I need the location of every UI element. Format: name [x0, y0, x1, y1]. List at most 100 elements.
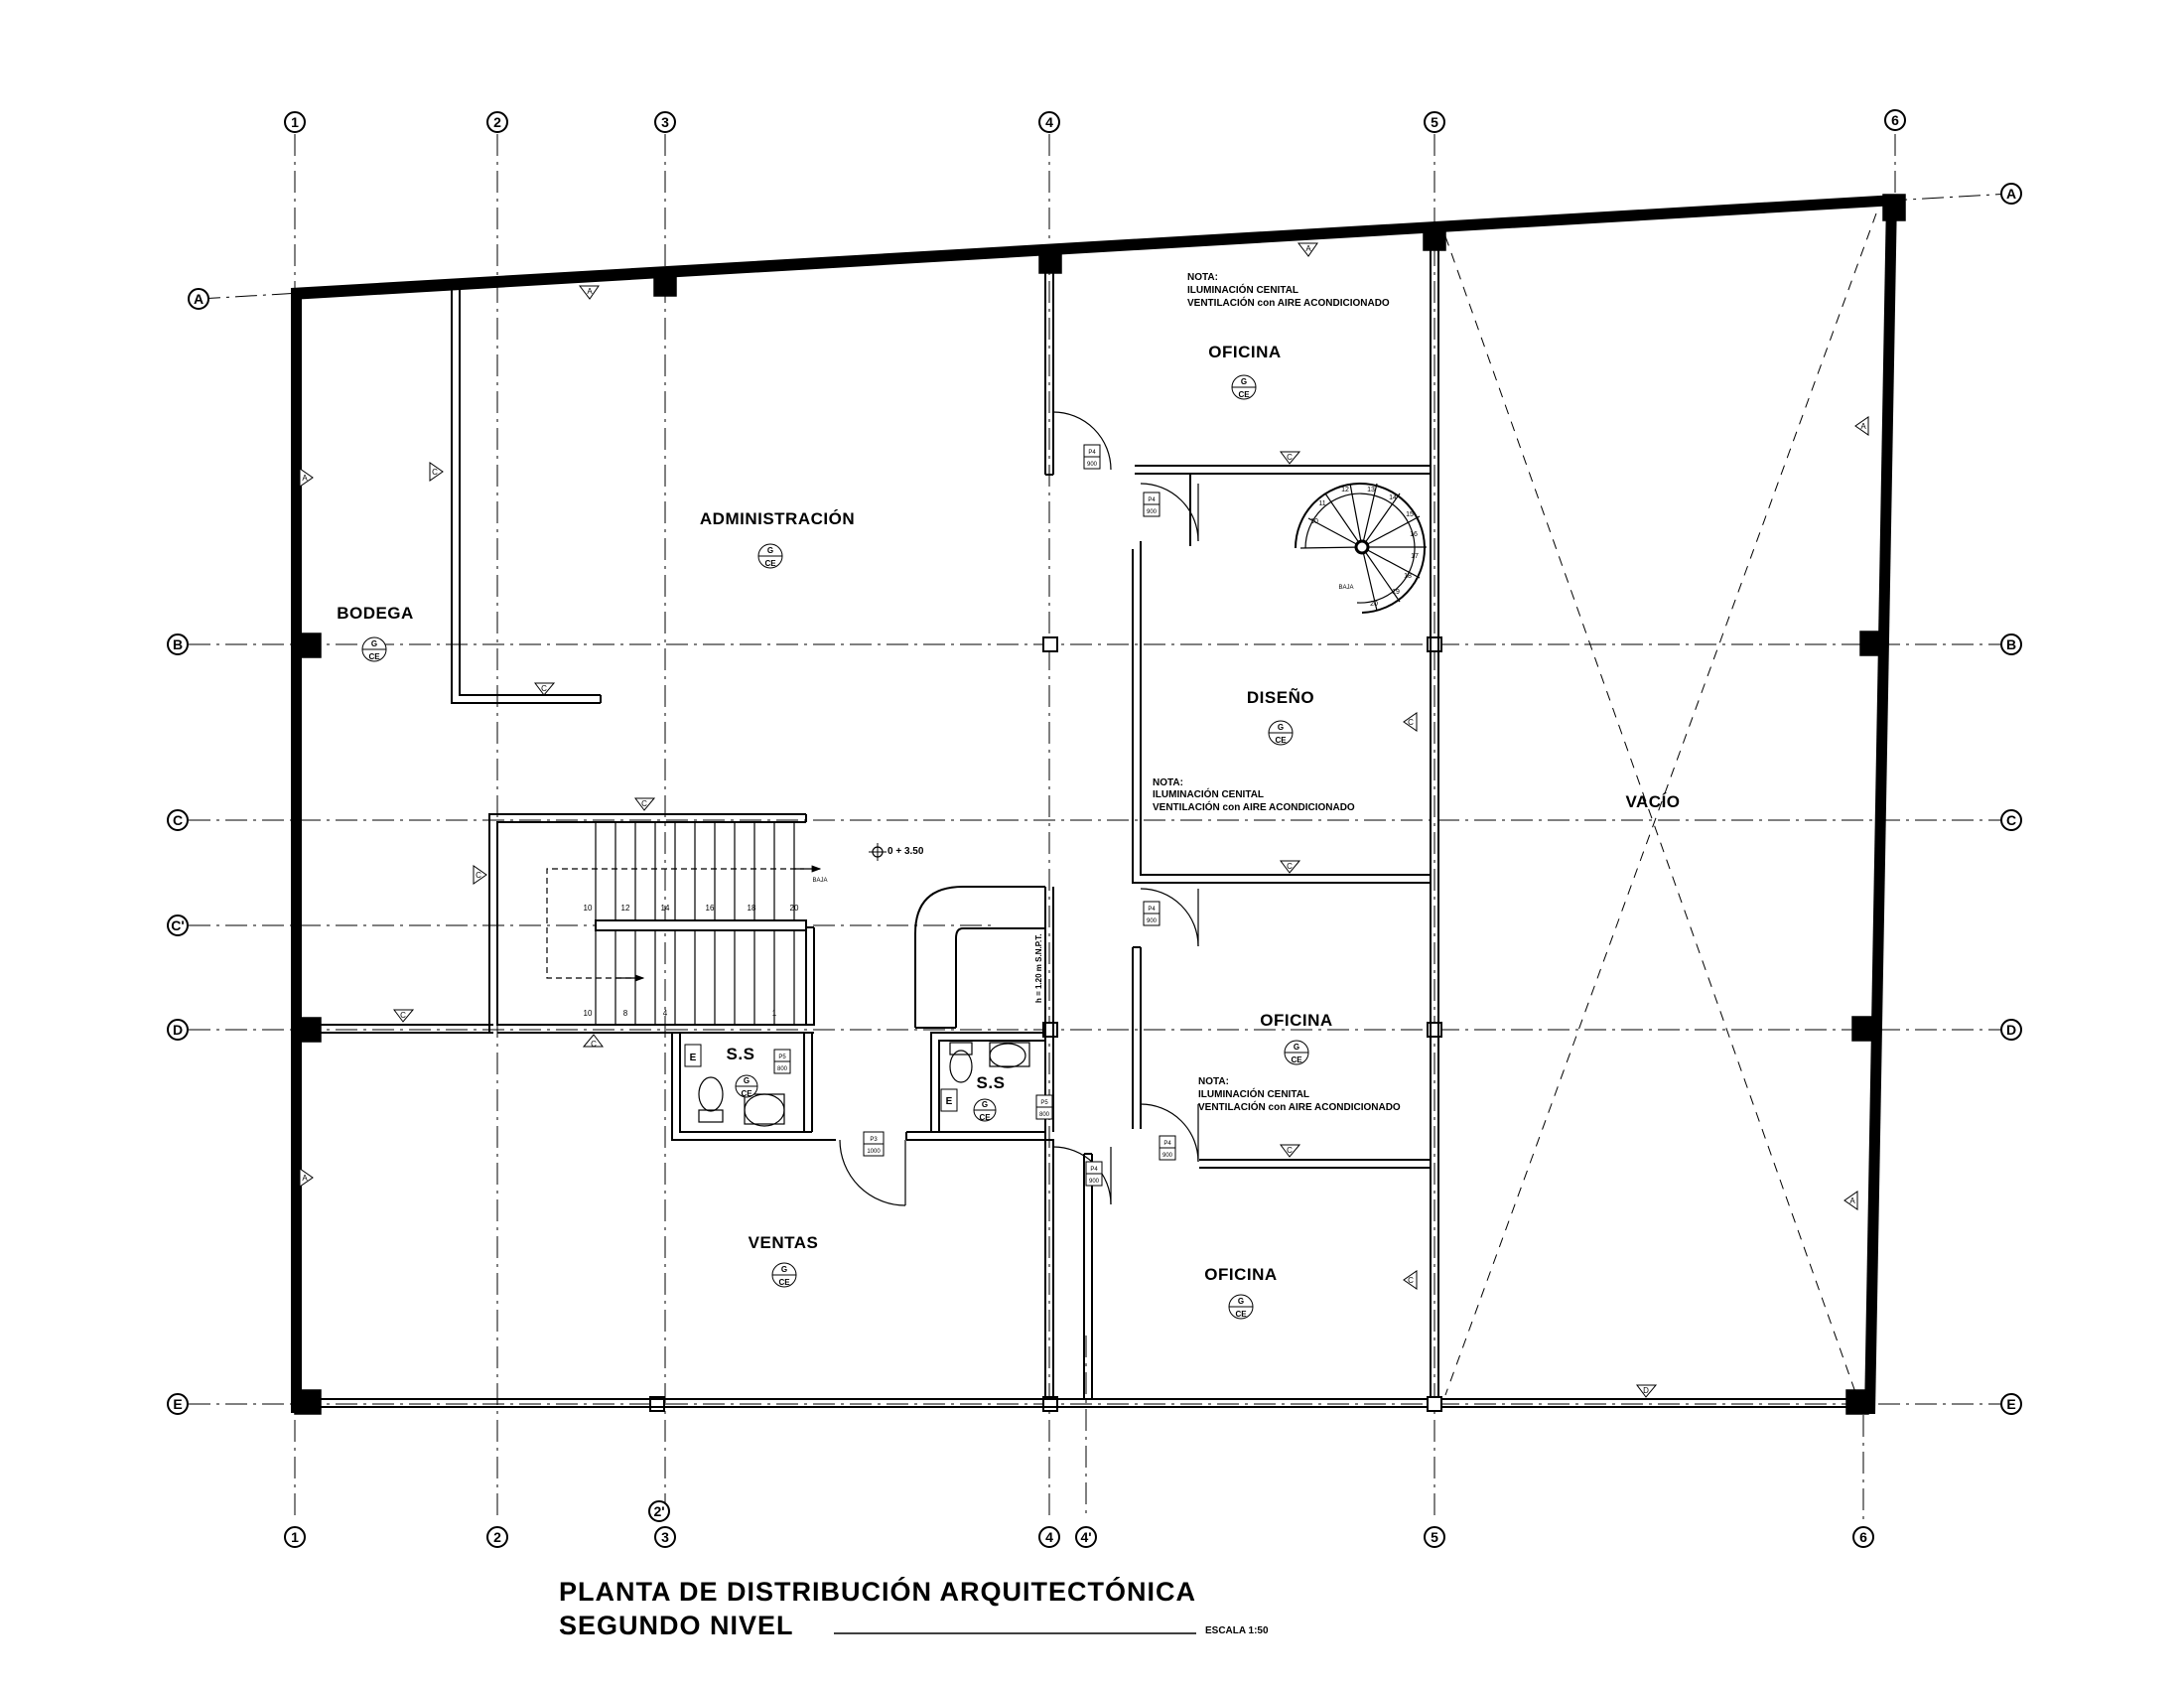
grid-row-e-left: E [173, 1396, 182, 1412]
title-block: PLANTA DE DISTRIBUCIÓN ARQUITECTÓNICA SE… [559, 1576, 1269, 1640]
door-tag-w900: 900 [1147, 509, 1158, 515]
stair-bottom-number: 10 [584, 1009, 593, 1018]
room-ss-right: S.S [977, 1073, 1006, 1092]
wall-mark-c: C [1408, 718, 1414, 727]
stair-top-number: 12 [621, 904, 630, 913]
wall-mark-c: C [541, 684, 547, 693]
grid-col-5-bottom: 5 [1431, 1529, 1438, 1545]
drawing-subtitle: SEGUNDO NIVEL [559, 1611, 794, 1640]
spiral-number: 16 [1410, 531, 1418, 538]
grid-col-4-top: 4 [1045, 114, 1053, 130]
finish-ce: CE [1238, 390, 1250, 399]
drawing-scale: ESCALA 1:50 [1205, 1625, 1269, 1636]
finish-g: G [744, 1076, 750, 1085]
finish-ce: CE [1275, 736, 1287, 745]
drawing-title: PLANTA DE DISTRIBUCIÓN ARQUITECTÓNICA [559, 1576, 1196, 1607]
finish-g: G [982, 1100, 988, 1109]
grid-col-3-top: 3 [661, 114, 669, 130]
grid-row-d-left: D [173, 1022, 183, 1038]
grid-col-1-bottom: 1 [291, 1529, 299, 1545]
spiral-step-numbers: 10 11 12 13 14 15 16 17 18 19 20 BAJA [1310, 487, 1419, 608]
door-tag-labels: P4 900 P4 900 P4 900 P4 900 P4 900 P3 10… [777, 450, 1173, 1185]
grid-row-a-right: A [2006, 186, 2016, 202]
note-oficina-top: NOTA: ILUMINACIÓN CENITAL VENTILACIÓN co… [1187, 272, 1390, 309]
stair-step-numbers: 10 12 14 16 18 20 10 8 4 1 BAJA [584, 878, 828, 1018]
grid-row-c-left: C [173, 812, 183, 828]
door-tag-w900: 900 [1089, 1179, 1100, 1185]
wall-mark-a: A [1849, 1196, 1855, 1205]
wall-mark-a: A [587, 287, 593, 296]
wall-mark-c: C [1408, 1276, 1414, 1285]
note-title: NOTA: [1187, 272, 1218, 283]
grid-row-cp-left: C' [171, 917, 184, 933]
room-oficina-mid: OFICINA [1260, 1011, 1332, 1030]
grid-col-3-bottom: 3 [661, 1529, 669, 1545]
room-ss-left: S.S [727, 1045, 755, 1063]
door-tag-p3: P3 [870, 1137, 878, 1143]
finish-ce: CE [1291, 1055, 1302, 1064]
spiral-number: 15 [1406, 511, 1414, 518]
door-tag-w1000: 1000 [867, 1149, 881, 1155]
note-oficina-mid: NOTA: ILUMINACIÓN CENITAL VENTILACIÓN co… [1198, 1076, 1401, 1113]
wall-mark-c: C [476, 871, 481, 880]
grid-bubble-labels: 1 2 3 4 5 6 1 2 3 4 4' 5 6 2' A B C C' D… [171, 112, 2016, 1545]
wall-mark-d: D [1643, 1386, 1649, 1395]
bathroom-fixtures [698, 1042, 1030, 1127]
grid-bubbles [167, 109, 2022, 1548]
stair-bottom-number: 4 [663, 1009, 668, 1018]
interior-walls [302, 248, 1848, 1408]
spiral-number: 17 [1411, 553, 1419, 560]
grid-col-6-bottom: 6 [1859, 1529, 1867, 1545]
finish-code-labels: G CE G CE G CE G CE G CE G CE G CE G CE … [368, 377, 1302, 1319]
door-tag-p5: P5 [1040, 1100, 1048, 1106]
room-labels: BODEGA ADMINISTRACIÓN OFICINA DISEÑO OFI… [337, 343, 1680, 1284]
spiral-number: 19 [1392, 589, 1400, 596]
wall-mark-c: C [641, 799, 647, 808]
room-diseno: DISEÑO [1247, 687, 1314, 707]
stair-bottom-number: 8 [623, 1009, 628, 1018]
wall-type-marks [299, 242, 1869, 1398]
spiral-stair [1295, 483, 1427, 614]
finish-g: G [767, 546, 773, 555]
void-diagonals [1444, 212, 1877, 1396]
wall-mark-c: C [1287, 453, 1293, 462]
stair-top-number: 16 [706, 904, 715, 913]
spiral-number: 12 [1341, 487, 1349, 493]
bath-tag-e-right: E [946, 1096, 953, 1107]
grid-row-a-left: A [194, 291, 204, 307]
door-tag-p4: P4 [1090, 1167, 1098, 1173]
note-diseno: NOTA: ILUMINACIÓN CENITAL VENTILACIÓN co… [1153, 777, 1355, 813]
door-tag-p4: P4 [1148, 907, 1156, 913]
finish-ce: CE [778, 1278, 790, 1287]
wall-mark-a: A [1305, 244, 1311, 253]
bathroom-letter-labels: E E [690, 1053, 953, 1107]
stair-bottom-number: 1 [772, 1009, 777, 1018]
door-tag-p5: P5 [778, 1055, 786, 1060]
stair-top-number: 14 [661, 904, 670, 913]
stair-top-number: 18 [748, 904, 756, 913]
grid-col-4-bottom: 4 [1045, 1529, 1053, 1545]
grid-row-c-right: C [2006, 812, 2016, 828]
spiral-number: 11 [1318, 500, 1325, 507]
room-ventas: VENTAS [749, 1233, 819, 1252]
finish-ce: CE [764, 559, 776, 568]
note-title: NOTA: [1198, 1076, 1229, 1087]
finish-g: G [1241, 377, 1247, 386]
level-mark: 0 + 3.50 [869, 843, 924, 861]
spiral-number: 18 [1404, 573, 1412, 580]
note-line-2: VENTILACIÓN con AIRE ACONDICIONADO [1153, 800, 1355, 813]
finish-ce: CE [741, 1089, 752, 1098]
finish-g: G [1238, 1297, 1244, 1306]
structural-columns [294, 194, 1906, 1415]
grid-row-d-right: D [2006, 1022, 2016, 1038]
wall-mark-c: C [591, 1040, 597, 1049]
grid-row-b-right: B [2006, 636, 2016, 652]
exterior-walls [291, 195, 1897, 1414]
doors [839, 411, 1199, 1206]
grid-col-4p-bottom: 4' [1080, 1529, 1091, 1545]
room-oficina-low: OFICINA [1204, 1265, 1277, 1284]
grid-col-5-top: 5 [1431, 114, 1438, 130]
room-bodega: BODEGA [337, 604, 414, 623]
curved-wall [914, 886, 1045, 1029]
